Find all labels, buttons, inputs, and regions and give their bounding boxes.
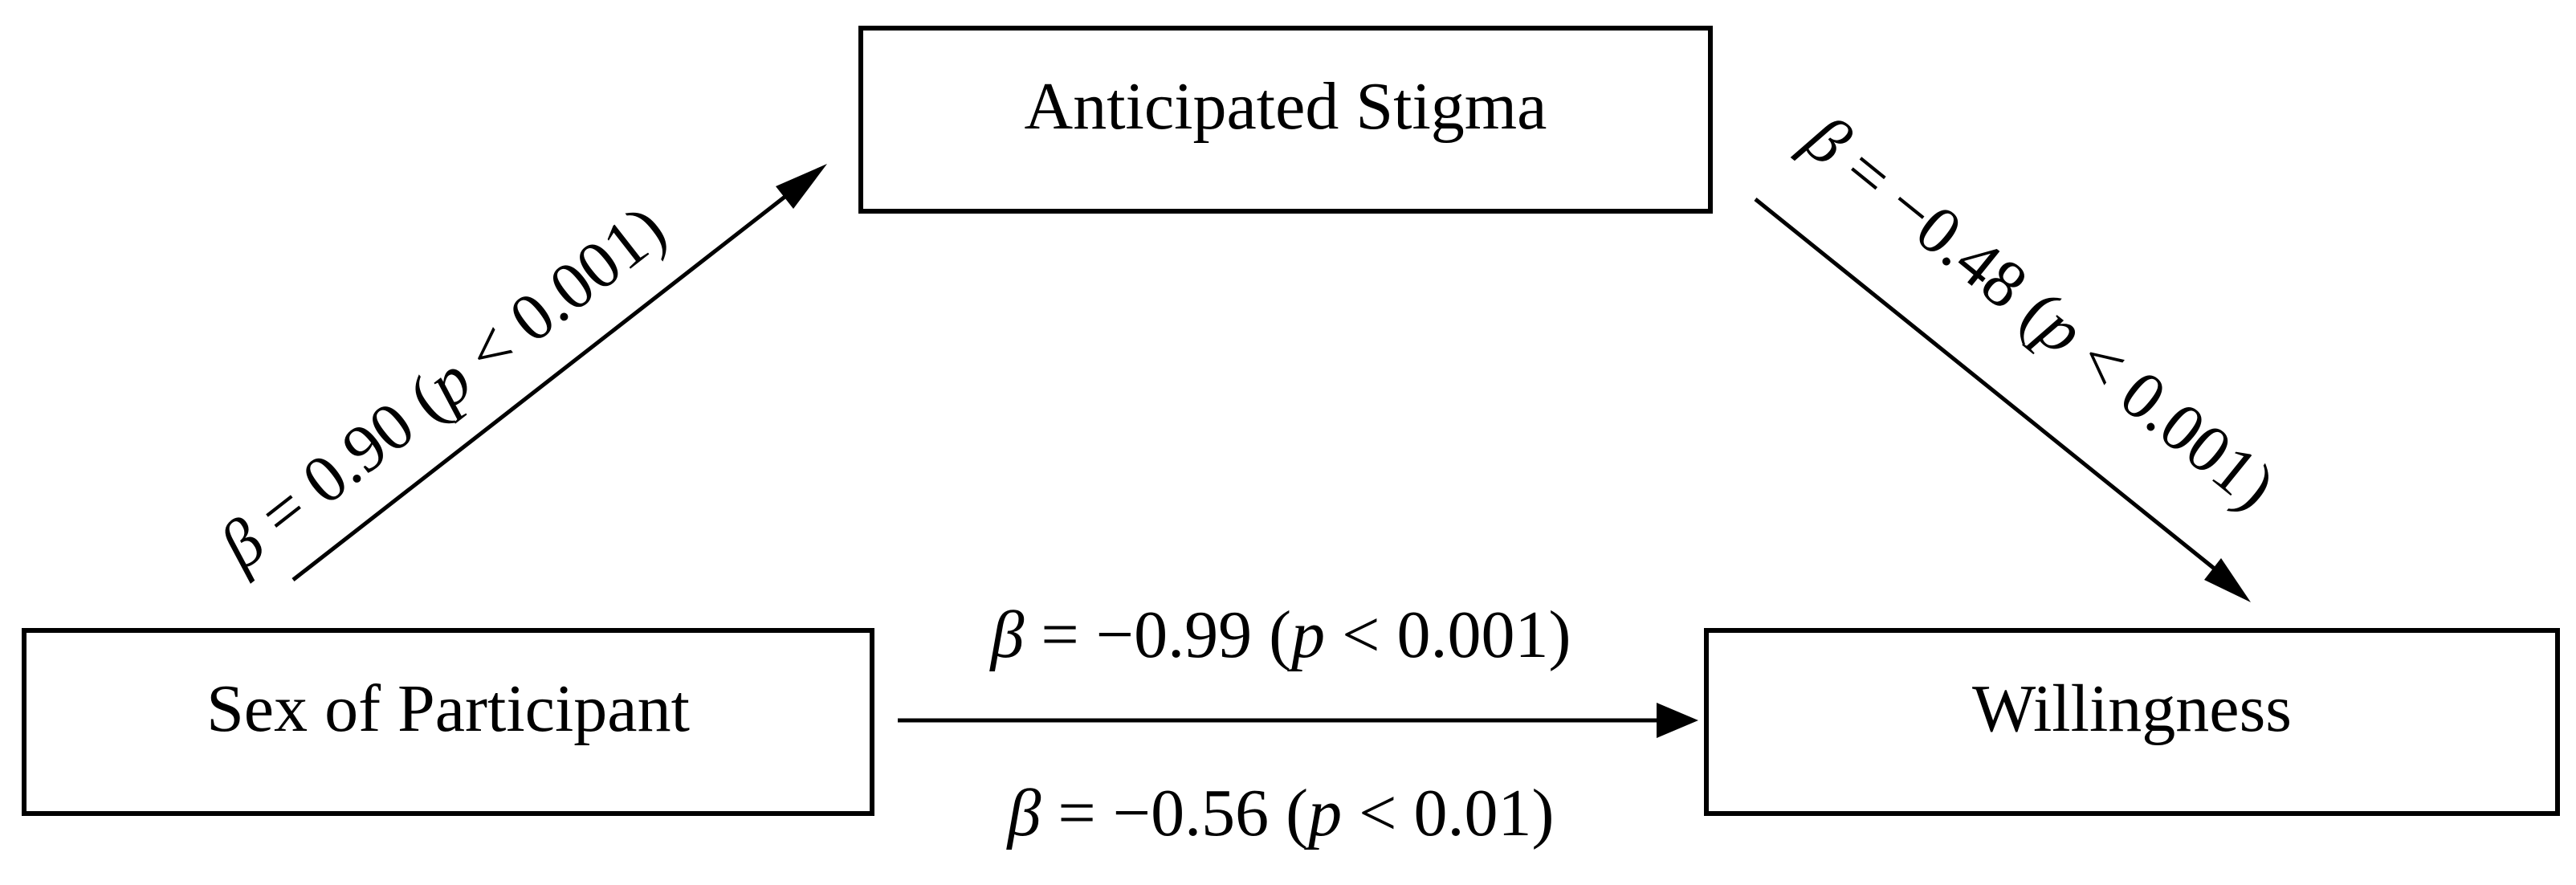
coef-stigma-to-willingness: β = −0.48 (p < 0.001) [1789,100,2289,524]
coef-direct-effect: β = −0.56 (p < 0.01) [1006,776,1555,850]
coef-total-effect-beta: β [989,597,1025,672]
coef-total-effect-value: = −0.99 ( [1024,597,1291,672]
node-anticipated-stigma-label: Anticipated Stigma [1025,69,1547,144]
coef-direct-effect-p: p [1304,776,1342,850]
coef-sex-to-stigma: β = 0.90 (p < 0.001) [205,191,679,585]
coef-stigma-to-willingness-pvalue: < 0.001) [2051,312,2289,524]
node-willingness: Willingness [1704,628,2560,816]
coef-direct-effect-pvalue: < 0.01) [1342,776,1554,850]
coef-total-effect-p: p [1287,597,1325,672]
node-anticipated-stigma: Anticipated Stigma [858,26,1713,214]
edge-stigma-to-willingness [1754,198,2251,602]
node-anticipated-stigma-box [858,26,1713,214]
coef-direct-effect-beta: β [1006,776,1041,850]
edge-sex-to-willingness [898,703,1698,738]
coef-total-effect-pvalue: < 0.001) [1325,597,1571,672]
coef-total-effect: β = −0.99 (p < 0.001) [989,597,1571,672]
edge-stigma-to-willingness-line [1754,198,2226,578]
node-sex-of-participant: Sex of Participant [22,628,874,816]
coef-sex-to-stigma-value: = 0.90 ( [232,363,459,563]
coef-sex-to-stigma-pvalue: < 0.001) [439,191,679,402]
coef-stigma-to-willingness-value: = −0.48 ( [1817,122,2072,349]
edge-stigma-to-willingness-arrowhead [2204,558,2251,602]
node-sex-of-participant-box [22,628,874,816]
coef-direct-effect-value: = −0.56 ( [1041,776,1308,850]
node-willingness-label: Willingness [1972,671,2292,746]
edge-sex-to-stigma-line [291,194,789,581]
edge-sex-to-stigma-arrowhead [776,164,827,209]
node-willingness-box [1704,628,2560,816]
edge-sex-to-stigma [291,164,827,581]
node-sex-of-participant-label: Sex of Participant [206,671,690,746]
edge-sex-to-willingness-arrowhead [1657,703,1698,738]
